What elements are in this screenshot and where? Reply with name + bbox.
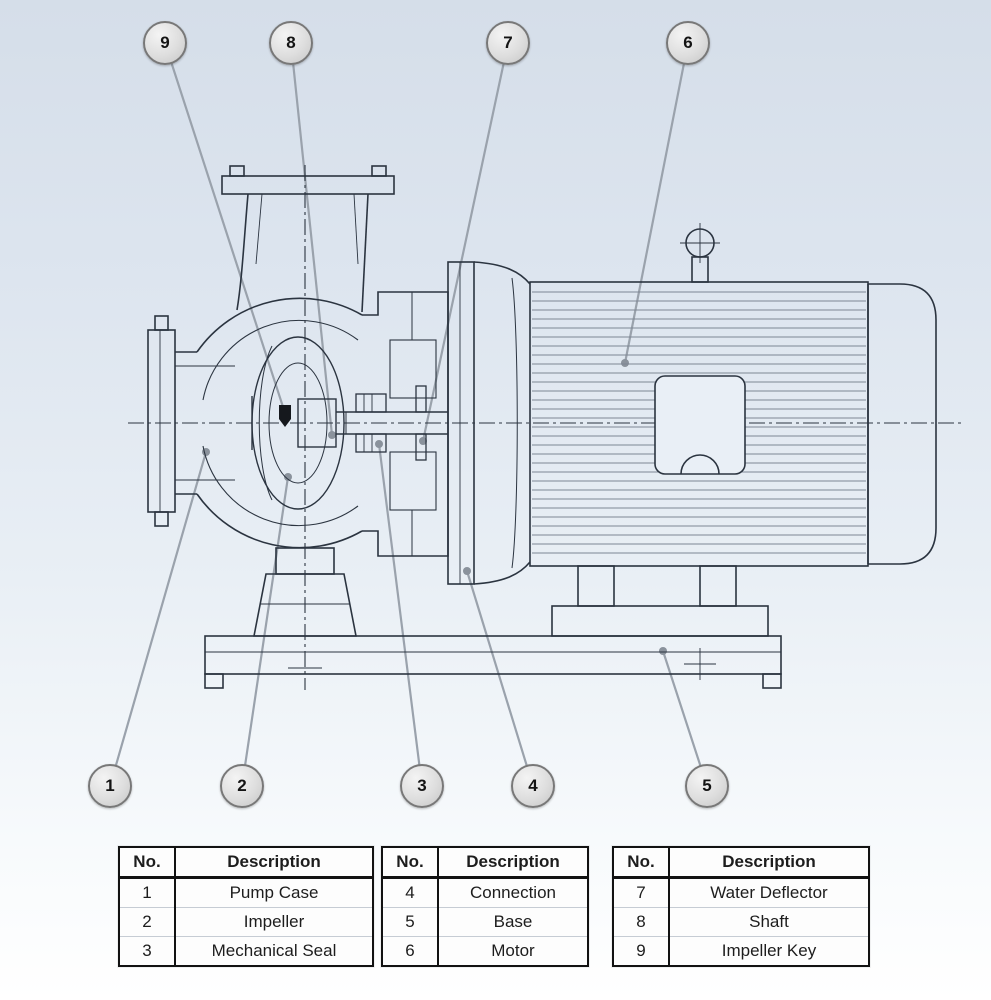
base: [204, 635, 782, 689]
table-row: 3 Mechanical Seal: [119, 936, 373, 966]
part-description: Pump Case: [229, 883, 319, 902]
callout-8-label: 8: [286, 33, 296, 52]
callout-3-label: 3: [417, 776, 427, 795]
mechanical-seal: [355, 393, 387, 453]
shaft: [336, 411, 448, 435]
callout-3: 3: [400, 764, 444, 808]
table3-header-description: Description: [669, 847, 869, 879]
callout-6-label: 6: [683, 33, 693, 52]
table-row: 4 Connection: [382, 877, 588, 908]
table-row: 1 Pump Case: [119, 877, 373, 908]
callout-7: 7: [486, 21, 530, 65]
callout-2-label: 2: [237, 776, 247, 795]
leader-lines: [108, 41, 709, 788]
table2-header-no: No.: [382, 847, 439, 879]
table-row: 2 Impeller: [119, 907, 373, 937]
callout-9-label: 9: [160, 33, 170, 52]
impeller-key: [279, 405, 291, 427]
part-description: Impeller: [175, 907, 373, 937]
connection-bracket: [362, 291, 449, 557]
motor-panel: [654, 375, 746, 475]
part-description: Base: [438, 907, 588, 937]
table-row: 7 Water Deflector: [613, 877, 869, 908]
table-row: 8 Shaft: [613, 907, 869, 937]
callout-6: 6: [666, 21, 710, 65]
callout-2: 2: [220, 764, 264, 808]
table2-header-description: Description: [438, 847, 588, 879]
table1-header-description: Description: [175, 847, 373, 879]
parts-table-2: No. Description 4 Connection 5 Base 6 Mo…: [381, 846, 589, 967]
callout-4: 4: [511, 764, 555, 808]
impeller: [251, 336, 345, 510]
pump-casing: [147, 165, 395, 637]
callout-5-label: 5: [702, 776, 712, 795]
part-no: 1: [119, 877, 176, 908]
table1-header-no: No.: [119, 847, 176, 879]
parts-table-1: No. Description 1 Pump Case 2 Impeller 3…: [118, 846, 374, 967]
part-no: 4: [382, 877, 439, 908]
part-description: Mechanical Seal: [175, 936, 373, 966]
parts-table-3: No. Description 7 Water Deflector 8 Shaf…: [612, 846, 870, 967]
part-no: 9: [613, 936, 670, 966]
callout-7-label: 7: [503, 33, 513, 52]
part-no: 3: [119, 936, 176, 966]
callout-1: 1: [88, 764, 132, 808]
part-no: 2: [119, 907, 176, 937]
part-description: Motor: [438, 936, 588, 966]
centerlines: [128, 165, 962, 690]
callout-1-label: 1: [105, 776, 115, 795]
part-no: 8: [613, 907, 670, 937]
part-no: 5: [382, 907, 439, 937]
water-deflector: [415, 385, 427, 461]
part-description: Shaft: [669, 907, 869, 937]
table-row: 6 Motor: [382, 936, 588, 966]
part-description: Water Deflector: [710, 883, 828, 902]
table3-header-no: No.: [613, 847, 670, 879]
motor: [447, 223, 937, 637]
part-description: Connection: [469, 883, 556, 902]
callout-9: 9: [143, 21, 187, 65]
table-row: 5 Base: [382, 907, 588, 937]
part-no: 7: [613, 877, 670, 908]
part-no: 6: [382, 936, 439, 966]
callout-8: 8: [269, 21, 313, 65]
callout-4-label: 4: [528, 776, 538, 795]
table-row: 9 Impeller Key: [613, 936, 869, 966]
part-description: Impeller Key: [669, 936, 869, 966]
leader-dots: [202, 359, 667, 655]
callout-5: 5: [685, 764, 729, 808]
